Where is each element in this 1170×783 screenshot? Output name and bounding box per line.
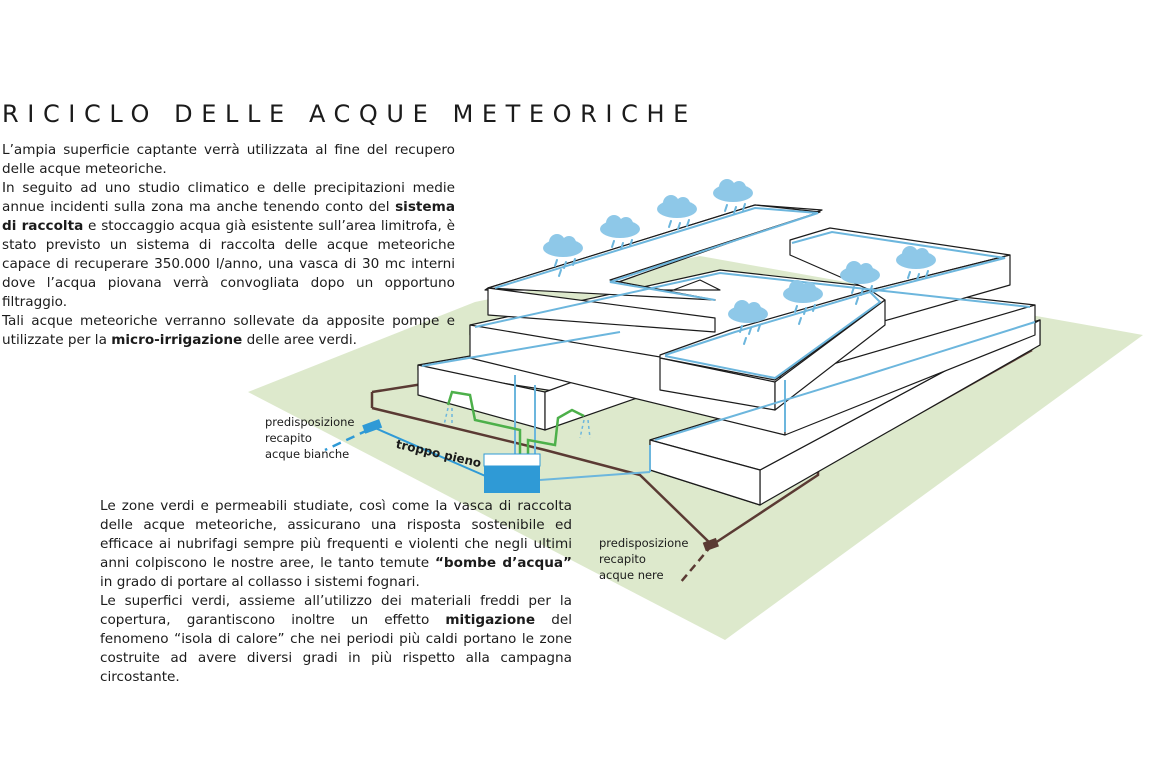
label-black-water: predisposizione recapito acque nere <box>599 536 689 582</box>
intro-line-1: L’ampia superficie captante verrà utiliz… <box>2 142 455 177</box>
bottom-paragraph-2: Le superfici verdi, assieme all’utilizzo… <box>100 593 572 685</box>
rainwater-tank <box>484 466 540 493</box>
irrigation-drips <box>443 407 591 439</box>
bottom-text: Le zone verdi e permeabili studiate, cos… <box>100 497 572 687</box>
intro-line-3: Tali acque meteoriche verranno sollevate… <box>2 313 455 348</box>
rainwater-tank-top <box>483 453 541 467</box>
rain-drops <box>554 203 929 345</box>
black-water-outlet <box>702 537 719 552</box>
rain-clouds <box>543 179 936 323</box>
intro-line-2: In seguito ad uno studio climatico e del… <box>2 180 455 310</box>
bottom-paragraph-1: Le zone verdi e permeabili studiate, cos… <box>100 498 572 590</box>
page-title: RICICLO DELLE ACQUE METEORICHE <box>2 100 697 128</box>
intro-text: L’ampia superficie captante verrà utiliz… <box>2 141 455 350</box>
roof-gutters <box>421 206 1036 481</box>
white-water-dash <box>324 428 369 452</box>
irrigation-pipes <box>446 390 585 455</box>
buildings <box>417 204 1041 506</box>
white-water-outlet <box>362 419 383 434</box>
label-white-water: predisposizione recapito acque bianche <box>265 415 355 461</box>
overflow-pipe <box>374 427 491 479</box>
